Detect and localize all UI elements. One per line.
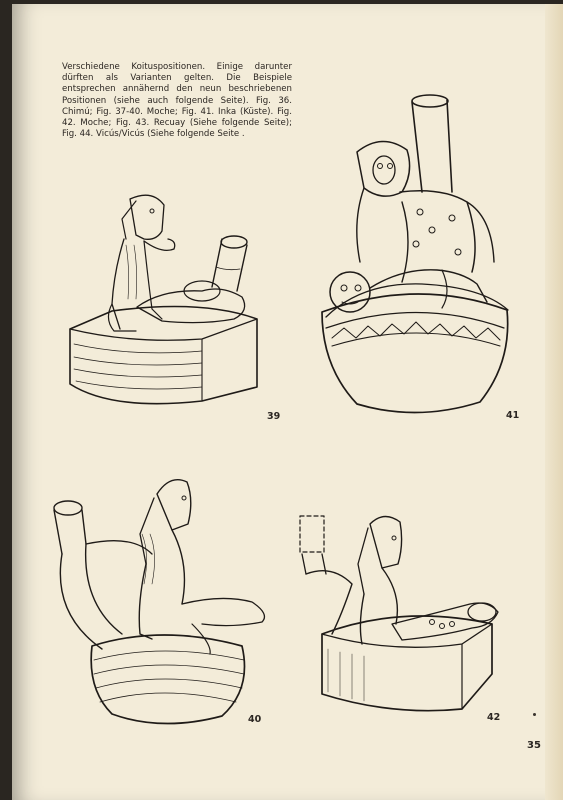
figure-caption: Verschiedene Koituspositionen. Einige da… xyxy=(62,62,292,140)
figure-number-42: 42 xyxy=(487,712,501,723)
figure-40-illustration: 40 xyxy=(42,464,282,726)
page-mark xyxy=(533,713,536,716)
figure-41-illustration: 41 xyxy=(302,92,532,422)
page-edge xyxy=(545,4,563,800)
book-page: Verschiedene Koituspositionen. Einige da… xyxy=(12,4,563,800)
figure-number-39: 39 xyxy=(267,411,281,422)
figure-42-illustration: 42 xyxy=(292,504,517,726)
figure-number-41: 41 xyxy=(506,410,520,421)
figure-number-40: 40 xyxy=(248,714,262,725)
page-number: 35 xyxy=(527,740,541,751)
figure-39-illustration: 39 xyxy=(52,179,282,422)
